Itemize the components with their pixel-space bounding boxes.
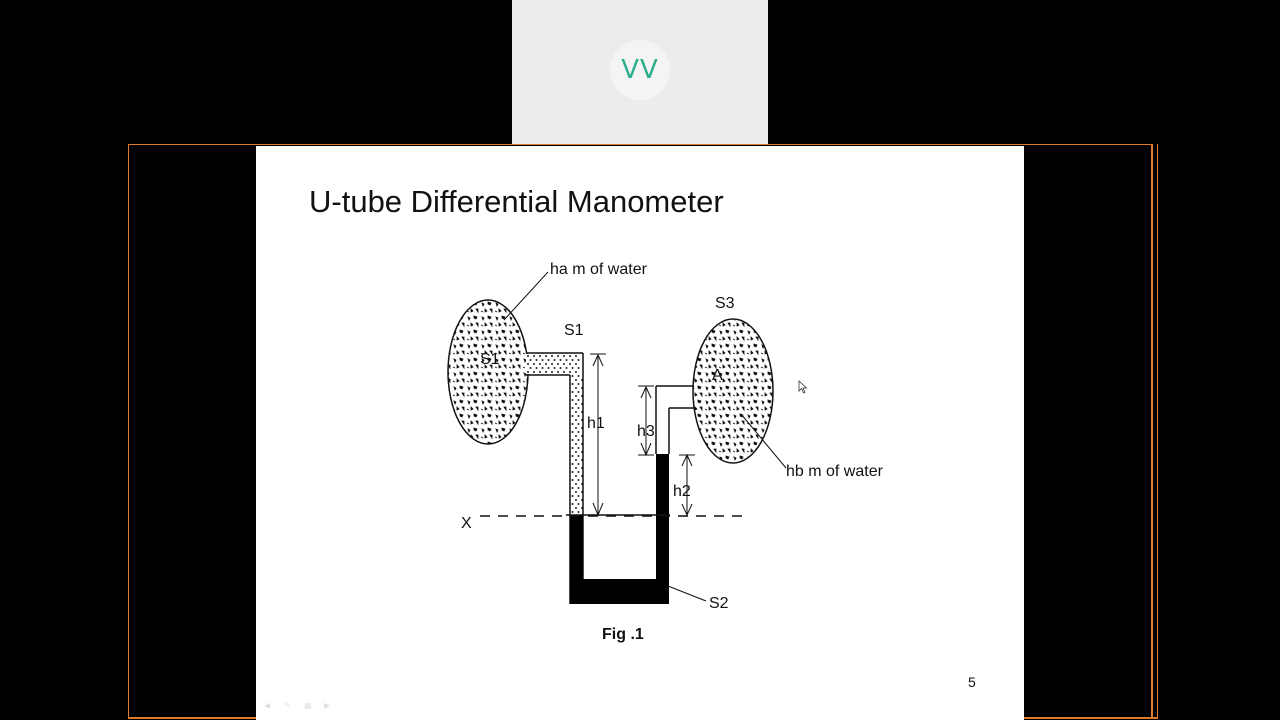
label-ha: ha m of water xyxy=(550,261,648,278)
figure-caption: Fig .1 xyxy=(602,626,644,643)
label-s1-vessel: S1 xyxy=(480,351,500,368)
left-vessel xyxy=(447,299,529,445)
label-h2: h2 xyxy=(673,483,691,500)
screen-share-frame-edge xyxy=(1152,144,1158,718)
slide-title: U-tube Differential Manometer xyxy=(309,184,724,219)
label-x: X xyxy=(461,515,472,532)
participant-avatar: VV xyxy=(610,40,670,100)
prev-slide-icon[interactable]: ◀ xyxy=(264,701,271,710)
mouse-pointer-icon xyxy=(798,380,808,394)
label-h3: h3 xyxy=(637,423,655,440)
left-connector-fluid xyxy=(526,354,580,374)
label-hb: hb m of water xyxy=(786,463,884,480)
label-s3: S3 xyxy=(715,295,735,312)
pen-icon[interactable]: ✎ xyxy=(284,701,291,710)
label-h1: h1 xyxy=(587,415,605,432)
right-vessel xyxy=(692,318,774,464)
left-limb-fluid xyxy=(571,375,583,515)
slide-controls[interactable]: ◀ ✎ ▦ ▶ xyxy=(264,702,334,710)
participant-video-tile[interactable]: VV xyxy=(512,0,768,144)
label-a: A xyxy=(712,367,723,384)
label-s2: S2 xyxy=(709,595,729,612)
slide-number: 5 xyxy=(968,674,976,690)
u-tube-heavy-fluid xyxy=(570,454,669,604)
slides-grid-icon[interactable]: ▦ xyxy=(304,701,312,710)
presentation-slide: U-tube Differential Manometer xyxy=(256,146,1024,720)
manometer-diagram: ha m of water S1 S1 S3 A h1 h3 h2 hb m o… xyxy=(447,261,884,643)
label-s1-tube: S1 xyxy=(564,322,584,339)
next-slide-icon[interactable]: ▶ xyxy=(324,701,331,710)
